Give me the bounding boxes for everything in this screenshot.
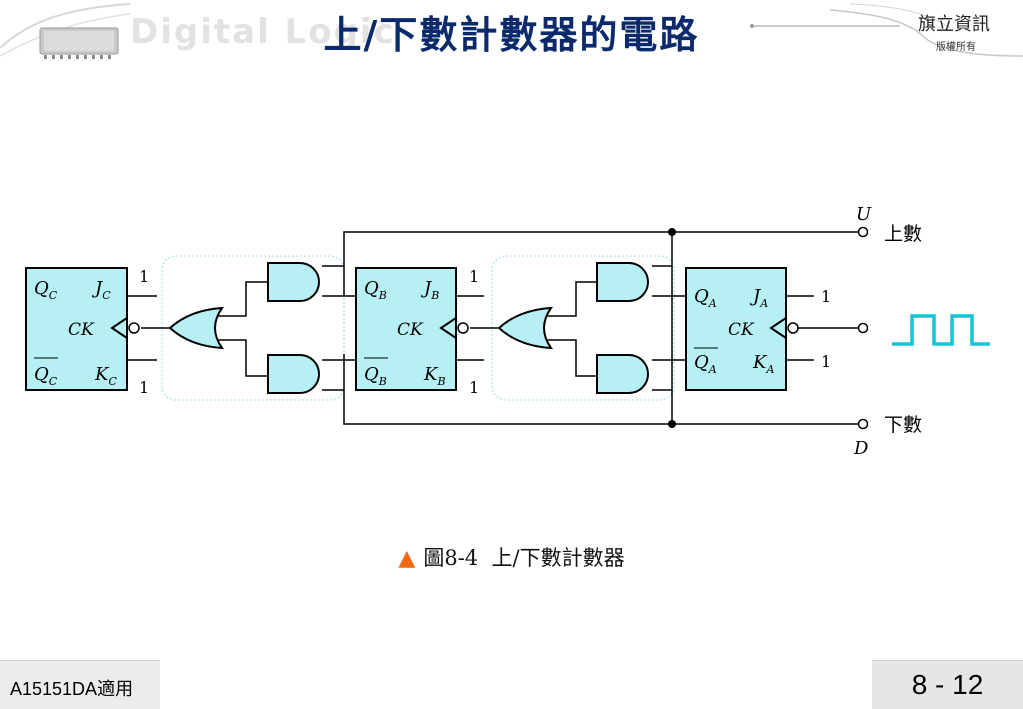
const-one-label: 1 [469,378,479,397]
down-terminal [857,418,869,430]
or-gate-2 [497,306,554,350]
junction-dot [668,420,676,428]
ff-c-j-label: JC [91,278,111,302]
ff-c-ck-label: CK [68,320,95,340]
const-one-label: 1 [139,267,149,286]
down-signal-label: D [853,438,869,459]
const-one-label: 1 [821,352,831,371]
chip-icon [0,3,130,59]
ff-c-k-label: KC [94,364,117,388]
ff-a-qbar-label: QA [694,352,717,376]
flipflop-a: QA JA CK QA KA [685,267,799,391]
copyright-text: 版權所有 [936,42,976,53]
footer-course-box: A15151DA適用 [0,660,160,709]
and-gate-1-top [267,262,320,302]
gate-group-box-2 [491,255,675,401]
up-terminal [857,226,869,238]
and-gate-1-bottom [267,354,320,394]
figure-number: 圖8-4 [423,546,479,570]
or-gate-1 [168,306,225,350]
page-title: 上/下數計數器的電路 [323,12,700,57]
wires [127,231,863,425]
and-gate-2-top [596,262,649,302]
ff-a-k-label: KA [752,352,774,376]
down-count-label: 下數 [884,414,922,436]
ff-b-qbar-label: QB [364,364,387,388]
up-count-label: 上數 [884,223,922,245]
publisher-name: 旗立資訊 [918,14,990,35]
clock-terminal [857,322,869,334]
ff-a-j-label: JA [749,286,768,310]
figure-caption: ▲ 圖8-4 上/下數計數器 [0,542,1023,572]
ff-b-k-label: KB [423,364,446,388]
const-one-label: 1 [139,378,149,397]
figure-title: 上/下數計數器 [491,546,625,570]
gate-group-box-1 [161,255,345,401]
and-gate-2-bottom [596,354,649,394]
ff-c-qbar-label: QC [34,364,58,388]
header: Digital Logic 上/下數計數器的電路 旗立資訊 版權所有 [0,0,1023,62]
header-line-decoration [750,3,1023,57]
counter-circuit-diagram: QC JC CK QC KC QB JB CK QB KB QA JA CK Q… [25,204,990,459]
footer-page-box: 8 - 12 [872,660,1023,709]
ff-b-q-label: QB [364,278,387,302]
course-code: A15151DA適用 [10,679,134,699]
up-signal-label: U [856,204,872,225]
flipflop-b: QB JB CK QB KB [355,267,469,391]
ff-c-q-label: QC [34,278,58,302]
ff-a-q-label: QA [694,286,717,310]
ff-b-ck-label: CK [397,320,424,340]
clock-waveform-icon [892,314,990,346]
flipflop-c: QC JC CK QC KC [25,267,140,391]
const-one-label: 1 [821,287,831,306]
ff-a-ck-label: CK [728,320,755,340]
triangle-marker-icon: ▲ [398,546,416,571]
ff-b-j-label: JB [420,278,439,302]
page-number: 8 - 12 [911,669,984,700]
const-one-label: 1 [469,267,479,286]
junction-dot [668,228,676,236]
watermark-text: Digital Logic [130,12,396,52]
